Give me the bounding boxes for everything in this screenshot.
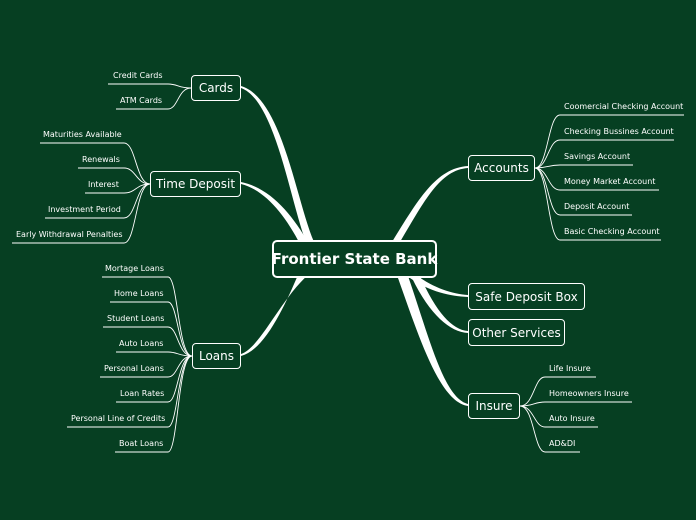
branch-other-services <box>412 276 468 333</box>
leaf-mortage-loans[interactable]: Mortage Loans <box>105 264 165 273</box>
leaf-atm-cards[interactable]: ATM Cards <box>120 96 163 105</box>
topic-time-deposit[interactable]: Time Deposit <box>150 171 241 197</box>
central-topic[interactable]: Frontier State Bank <box>272 240 437 278</box>
leaf-investment-period[interactable]: Investment Period <box>48 205 121 214</box>
leaf-homeowners-insure[interactable]: Homeowners Insure <box>549 389 629 398</box>
topic-loans[interactable]: Loans <box>192 343 241 369</box>
leaf-personal-line-of-credits[interactable]: Personal Line of Credits <box>71 414 166 423</box>
leaf-personal-loans[interactable]: Personal Loans <box>104 364 164 373</box>
branch-loans <box>241 275 308 356</box>
branch-cards <box>241 86 314 242</box>
branch-time-deposit <box>241 182 309 244</box>
topic-cards[interactable]: Cards <box>191 75 241 101</box>
leaf-basic-checking-account[interactable]: Basic Checking Account <box>564 227 660 236</box>
leaf-auto-insure[interactable]: Auto Insure <box>549 414 595 423</box>
leaf-student-loans[interactable]: Student Loans <box>107 314 165 323</box>
topic-insure[interactable]: Insure <box>468 393 520 419</box>
leaf-home-loans[interactable]: Home Loans <box>114 289 164 298</box>
leaf-life-insure[interactable]: Life Insure <box>549 364 591 373</box>
leaf-addi[interactable]: AD&DI <box>549 439 576 448</box>
branch-accounts <box>392 166 468 242</box>
leaf-early-withdrawal-penalties[interactable]: Early Withdrawal Penalties <box>16 230 123 239</box>
leaf-deposit-account[interactable]: Deposit Account <box>564 202 630 211</box>
leaf-interest[interactable]: Interest <box>88 180 119 189</box>
leaf-checking-bussines-account[interactable]: Checking Bussines Account <box>564 127 674 136</box>
leaf-maturities-available[interactable]: Maturities Available <box>43 130 122 139</box>
branch-insure <box>398 276 468 406</box>
leaf-credit-cards[interactable]: Credit Cards <box>113 71 163 80</box>
leaf-money-market-account[interactable]: Money Market Account <box>564 177 656 186</box>
leaf-boat-loans[interactable]: Boat Loans <box>119 439 164 448</box>
leaf-auto-loans[interactable]: Auto Loans <box>119 339 164 348</box>
topic-safe-deposit-box[interactable]: Safe Deposit Box <box>468 283 585 310</box>
topic-other-services[interactable]: Other Services <box>468 319 565 346</box>
topic-accounts[interactable]: Accounts <box>468 155 535 181</box>
leaf-renewals[interactable]: Renewals <box>82 155 120 164</box>
leaf-savings-account[interactable]: Savings Account <box>564 152 631 161</box>
leaf-loan-rates[interactable]: Loan Rates <box>120 389 165 398</box>
leaf-connectors <box>12 83 684 453</box>
leaf-coomercial-checking-account[interactable]: Coomercial Checking Account <box>564 102 684 111</box>
